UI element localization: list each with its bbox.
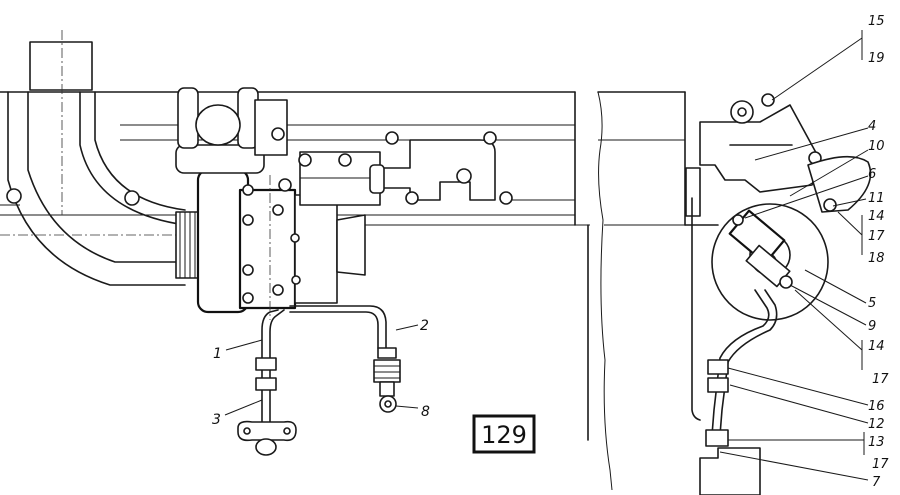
left-callout-labels: 1 2 3 8 [212, 318, 430, 428]
callout-6: 6 [868, 167, 876, 182]
callout-10: 10 [868, 139, 885, 154]
callout-5: 5 [868, 296, 876, 311]
callout-3: 3 [212, 412, 221, 428]
right-view-frame [597, 91, 761, 495]
callout-7: 7 [872, 475, 881, 490]
left-leaders [224, 324, 419, 416]
callout-13: 13 [868, 435, 885, 450]
page-number: 129 [481, 421, 527, 449]
callout-14b: 14 [868, 339, 885, 354]
callout-1: 1 [213, 346, 222, 362]
right-oil-line [691, 197, 778, 447]
callout-19: 19 [868, 51, 885, 66]
callout-14a: 14 [868, 209, 885, 224]
callout-15: 15 [868, 14, 885, 29]
right-leaders [719, 30, 869, 481]
callout-12: 12 [868, 417, 885, 432]
right-callout-labels: 15 19 4 10 6 11 14 17 18 5 9 14 17 16 12… [868, 14, 889, 490]
page-number-badge: 129 [472, 414, 536, 454]
callout-16: 16 [868, 399, 885, 414]
turbocharger [175, 87, 366, 320]
callout-9: 9 [868, 319, 876, 334]
mounting-bracket [699, 93, 822, 193]
callout-4: 4 [868, 119, 876, 134]
callout-2: 2 [420, 318, 429, 334]
callout-17a: 17 [868, 229, 885, 244]
valve-assembly [728, 209, 793, 289]
bellows-coupling [175, 211, 199, 279]
callout-8: 8 [421, 404, 430, 420]
callout-17c: 17 [872, 457, 889, 472]
exhaust-manifold [278, 131, 513, 206]
oil-lines [237, 305, 401, 456]
callout-17b: 17 [872, 372, 889, 387]
callout-11: 11 [868, 191, 885, 206]
callout-18: 18 [868, 251, 885, 266]
